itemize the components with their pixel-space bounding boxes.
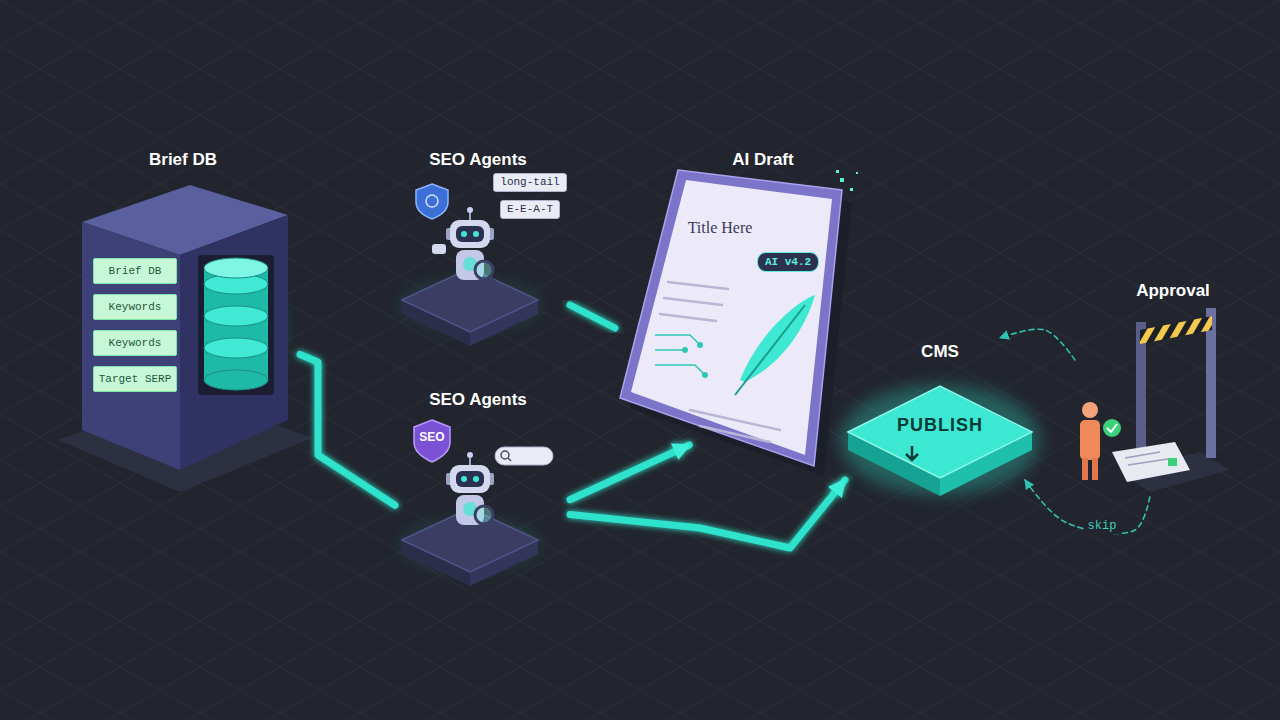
draft-node: AI DraftTitle HereAI v4.2 [615, 145, 840, 445]
node-heading: Approval [1136, 281, 1210, 301]
table-row: Target SERP [93, 366, 177, 392]
version-pill: AI v4.2 [757, 252, 819, 272]
draft-tablet [620, 170, 858, 476]
cms-node: CMS PUBLISH [845, 338, 1025, 503]
edge-label: skip [1085, 519, 1120, 534]
node-heading: Brief DB [149, 150, 217, 170]
table-row: Keywords [93, 330, 177, 356]
seo-agent-bottom [400, 420, 553, 586]
flow-connector [570, 305, 615, 328]
keyword-tag: long-tail [493, 173, 566, 192]
table-row: Brief DB [93, 258, 177, 284]
agent-node: SEO AgentsSEO [395, 385, 570, 570]
flow-connector [570, 480, 845, 548]
document-title: Title Here [688, 218, 753, 238]
node-heading: SEO Agents [429, 390, 527, 410]
badge-text: SEO [419, 430, 444, 445]
node-heading: SEO Agents [429, 150, 527, 170]
database-node: Brief DBBrief DBKeywordsKeywordsTarget S… [70, 140, 300, 470]
node-heading: AI Draft [732, 150, 793, 170]
keyword-tag: E-E-A-T [500, 200, 560, 219]
flow-connector [570, 445, 689, 500]
approval-gate [1080, 308, 1230, 492]
approval-node: Approval [1075, 277, 1245, 497]
table-row: Keywords [93, 294, 177, 320]
flow-connector [300, 355, 395, 506]
dashed-connector [1000, 329, 1075, 360]
database-server [58, 185, 312, 492]
button-label: PUBLISH [897, 414, 983, 436]
node-heading: CMS [921, 342, 959, 362]
dashed-connector [1025, 480, 1150, 534]
publish-button [840, 385, 1040, 496]
agent-node: SEO Agents long-tailE-E-A-T [395, 145, 570, 345]
